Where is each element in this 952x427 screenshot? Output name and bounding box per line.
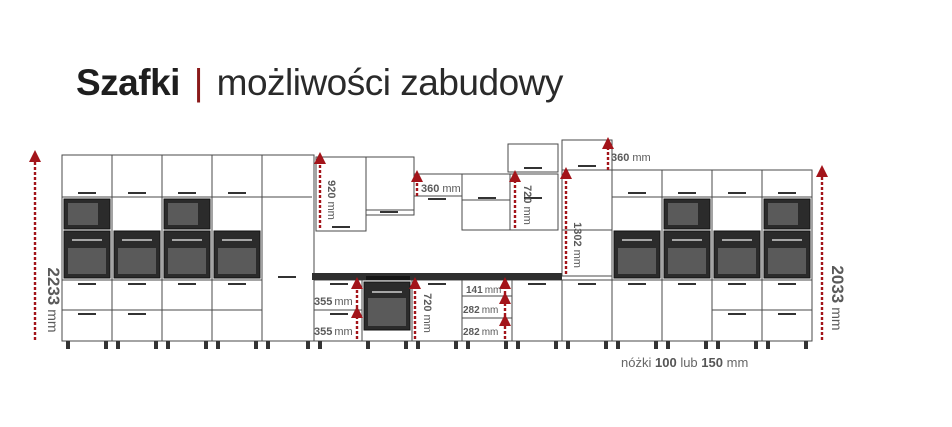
label-920: 920mm (325, 180, 337, 220)
tall-cabinet (261, 154, 315, 342)
legs-note-value-b: 150 (701, 355, 723, 370)
base-cabinet (561, 279, 613, 342)
legs-note-value-a: 100 (654, 355, 677, 370)
wall-cabinet (461, 173, 511, 231)
base-cabinet (511, 279, 563, 342)
label-720-base: 720mm (421, 293, 433, 333)
title-bold: Szafki (76, 62, 180, 103)
tall-cabinet-1302 (561, 169, 613, 277)
title-separator: | (193, 62, 204, 103)
legs-note: nóżki 100 lub 150 mm (621, 355, 748, 370)
base-cabinet (411, 279, 463, 342)
label-1302: 1302mm (571, 222, 583, 268)
legs-note-or: lub (680, 355, 698, 370)
wall-cabinet (315, 156, 367, 232)
cooktop (366, 276, 410, 280)
label-right-total: 2033mm (828, 265, 847, 330)
label-left-total: 2233mm (44, 267, 63, 332)
countertop (312, 273, 562, 280)
label-720: 720mm (521, 185, 533, 225)
legs-note-prefix: nóżki (621, 355, 652, 370)
wall-cabinet (365, 156, 415, 216)
legs-note-unit: mm (726, 355, 749, 370)
wall-cabinet (509, 173, 559, 231)
title-rest: możliwości zabudowy (216, 62, 564, 103)
page-title: Szafki | możliwości zabudowy (76, 62, 563, 104)
